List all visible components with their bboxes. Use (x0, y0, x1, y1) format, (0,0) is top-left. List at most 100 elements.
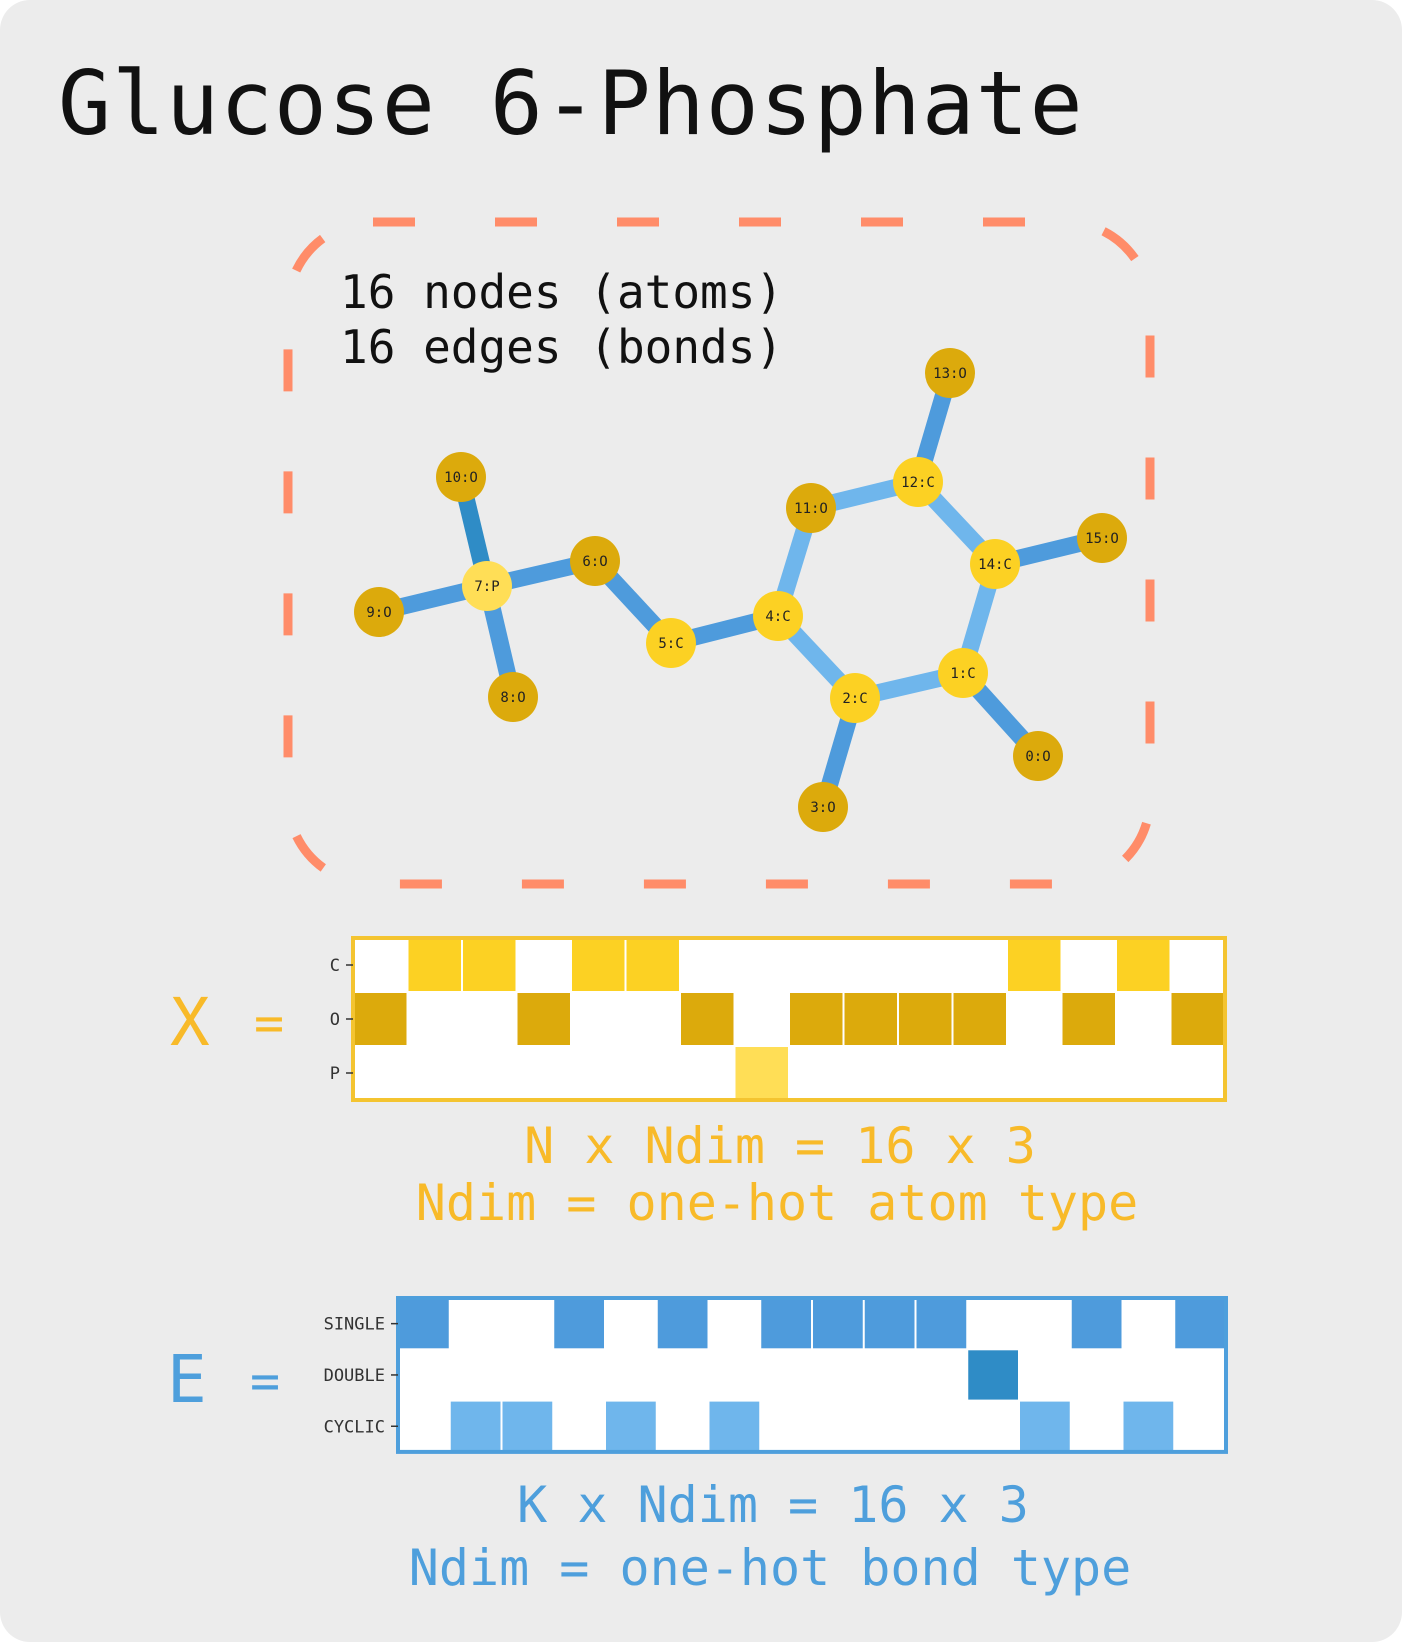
atom-circle (938, 648, 988, 698)
atom-label: 1:C (950, 666, 975, 682)
x-matrix-caption-shape: N x Ndim = 16 x 3 (524, 1117, 1036, 1175)
x-matrix-cell-r1-c6 (681, 993, 734, 1045)
nodes-count-label: 16 nodes (atoms) (340, 265, 783, 319)
x-matrix: C O P (330, 936, 1227, 1102)
atom-node-11-o: 11:O (786, 483, 836, 533)
atom-node-13-o: 13:O (925, 348, 975, 398)
e-matrix: SINGLE DOUBLE CYCLIC (324, 1296, 1228, 1454)
atom-circle (1013, 731, 1063, 781)
x-matrix-row-label-c: C (330, 956, 340, 976)
e-matrix-cell-r0-c9 (864, 1299, 915, 1349)
atom-label: 2:C (842, 691, 867, 707)
atom-label: 9:O (366, 605, 391, 621)
e-matrix-caption-shape: K x Ndim = 16 x 3 (517, 1476, 1029, 1534)
atom-label: 4:C (765, 609, 790, 625)
x-matrix-row-label-p: P (330, 1064, 340, 1084)
atom-circle (646, 618, 696, 668)
x-matrix-cell-r0-c2 (463, 939, 516, 991)
e-matrix-cell-r0-c3 (554, 1299, 604, 1349)
atoms-layer: 0:O 1:C 2:C 3:O 4:C 5:C 6:O 7:P 8:O 9:O 10:O 11:O 12… (354, 348, 1127, 832)
x-matrix-cell-r0-c5 (626, 939, 679, 991)
x-matrix-cell-r1-c10 (899, 993, 952, 1045)
x-matrix-cell-r0-c4 (572, 939, 625, 991)
x-matrix-cell-r1-c9 (844, 993, 897, 1045)
e-matrix-cell-r0-c5 (657, 1299, 708, 1349)
atom-label: 13:O (933, 366, 967, 382)
atom-circle (1077, 513, 1127, 563)
atom-node-1-c: 1:C (938, 648, 988, 698)
x-matrix-equals: = (254, 994, 284, 1052)
x-matrix-cell-r0-c1 (408, 939, 461, 991)
e-matrix-cell-r2-c14 (1123, 1401, 1174, 1451)
atom-label: 6:O (582, 554, 607, 570)
atom-node-9-o: 9:O (354, 587, 404, 637)
x-matrix-cell-r1-c11 (953, 993, 1006, 1045)
atom-node-0-o: 0:O (1013, 731, 1063, 781)
atom-label: 8:O (500, 690, 525, 706)
x-matrix-caption-ndim: Ndim = one-hot atom type (416, 1174, 1138, 1232)
atom-label: 12:C (901, 475, 935, 491)
e-matrix-cell-r0-c10 (916, 1299, 967, 1349)
e-matrix-row-label-single: SINGLE (324, 1315, 385, 1335)
atom-circle (830, 673, 880, 723)
atom-label: 15:O (1085, 531, 1119, 547)
atom-label: 3:O (810, 800, 835, 816)
x-matrix-symbol: X (170, 984, 210, 1061)
atom-node-3-o: 3:O (798, 782, 848, 832)
e-matrix-cell-r0-c8 (813, 1299, 863, 1349)
atom-node-2-c: 2:C (830, 673, 880, 723)
e-matrix-cell-r0-c0 (399, 1299, 449, 1349)
atom-label: 14:C (978, 557, 1012, 573)
x-matrix-row-label-o: O (330, 1010, 340, 1030)
e-matrix-cell-r0-c7 (761, 1299, 811, 1349)
edges-count-label: 16 edges (bonds) (340, 320, 783, 374)
atom-node-7-p: 7:P (462, 561, 512, 611)
page-title: Glucose 6-Phosphate (58, 52, 1084, 155)
atom-circle (970, 539, 1020, 589)
atom-label: 7:P (474, 579, 499, 595)
e-matrix-row-label-double: DOUBLE (324, 1366, 385, 1386)
atom-node-4-c: 4:C (753, 591, 803, 641)
e-matrix-cell-r2-c12 (1020, 1401, 1070, 1451)
e-matrix-cell-r2-c1 (450, 1401, 501, 1451)
atom-node-12-c: 12:C (893, 457, 943, 507)
atom-label: 0:O (1025, 749, 1050, 765)
e-matrix-symbol: E (167, 1341, 207, 1418)
x-matrix-cell-r0-c14 (1117, 939, 1170, 991)
x-matrix-cell-r1-c0 (354, 993, 407, 1045)
x-matrix-cell-r2-c7 (735, 1047, 788, 1099)
atom-circle (893, 457, 943, 507)
atom-circle (786, 483, 836, 533)
e-matrix-cell-r2-c2 (502, 1401, 553, 1451)
atom-circle (436, 452, 486, 502)
e-matrix-cell-r1-c11 (968, 1350, 1018, 1400)
x-matrix-cell-r1-c15 (1171, 993, 1224, 1045)
e-matrix-equals: = (250, 1352, 280, 1410)
atom-circle (488, 672, 538, 722)
atom-node-8-o: 8:O (488, 672, 538, 722)
atom-circle (753, 591, 803, 641)
atom-node-15-o: 15:O (1077, 513, 1127, 563)
atom-circle (925, 348, 975, 398)
e-matrix-caption-ndim: Ndim = one-hot bond type (409, 1539, 1131, 1597)
x-matrix-cell-r1-c3 (517, 993, 570, 1045)
atom-circle (570, 536, 620, 586)
atom-label: 10:O (444, 470, 478, 486)
atom-circle (354, 587, 404, 637)
atom-circle (462, 561, 512, 611)
atom-node-14-c: 14:C (970, 539, 1020, 589)
atom-node-5-c: 5:C (646, 618, 696, 668)
e-matrix-cell-r0-c13 (1071, 1299, 1122, 1349)
atom-node-10-o: 10:O (436, 452, 486, 502)
e-matrix-cell-r0-c15 (1175, 1299, 1225, 1349)
atom-label: 5:C (658, 636, 683, 652)
e-matrix-cell-r2-c6 (709, 1401, 760, 1451)
e-matrix-row-label-cyclic: CYCLIC (324, 1417, 385, 1437)
x-matrix-cell-r1-c8 (790, 993, 843, 1045)
e-matrix-cell-r2-c4 (606, 1401, 656, 1451)
atom-node-6-o: 6:O (570, 536, 620, 586)
x-matrix-cell-r1-c13 (1062, 993, 1115, 1045)
atom-circle (798, 782, 848, 832)
